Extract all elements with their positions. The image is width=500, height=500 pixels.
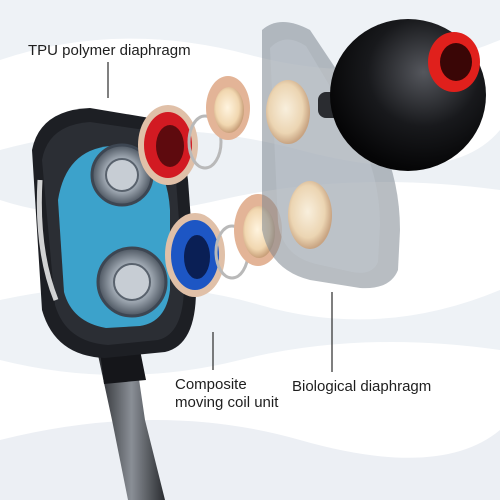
label-biological-diaphragm: Biological diaphragm — [292, 378, 432, 395]
ear-tip — [318, 19, 486, 171]
label-coil-line-2: moving coil unit — [175, 394, 279, 411]
label-coil-line-1: Composite — [175, 376, 247, 393]
label-composite-moving-coil-unit: Composite moving coil unit — [175, 376, 278, 412]
leader-lines — [107, 62, 333, 372]
label-tpu-polymer-diaphragm: TPU polymer diaphragm — [28, 42, 191, 59]
translucent-shell — [262, 22, 400, 289]
red-coil-ring — [138, 105, 223, 185]
diaphragm-top — [206, 76, 250, 140]
earphone-cable — [98, 350, 165, 500]
blue-coil-ring — [165, 213, 250, 297]
